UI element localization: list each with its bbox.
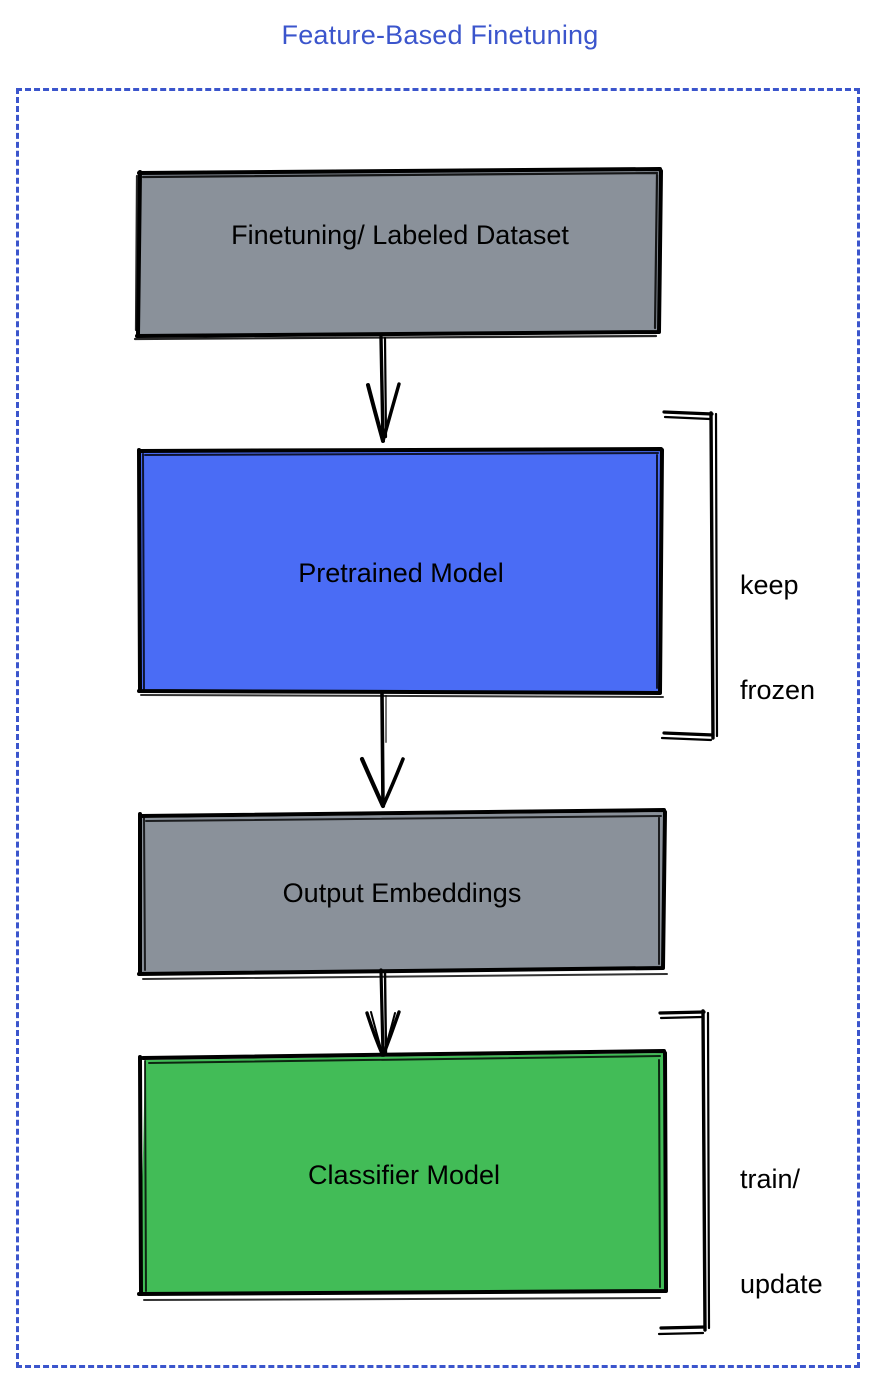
node-classifier-model-fill (140, 1053, 665, 1293)
bracket-train-update (657, 1009, 711, 1336)
annotation-train-update-line1: train/ (740, 1164, 801, 1195)
bracket-keep-frozen (660, 410, 719, 742)
annotation-keep-frozen-line1: keep (740, 570, 799, 601)
node-pretrained-model-fill (140, 450, 661, 692)
node-finetuning-dataset-outline-b (133, 171, 659, 341)
node-classifier-model-outline-a (137, 1049, 668, 1296)
node-classifier-model-outline-b (143, 1055, 661, 1301)
edge-pretrained-to-embeddings-arrowhead-left (359, 756, 386, 809)
annotation-keep-frozen: keep frozen (740, 498, 870, 779)
edge-dataset-to-pretrained-arrowhead-right (381, 382, 401, 443)
node-pretrained-model-outline-b (140, 452, 664, 698)
node-finetuning-dataset-fill (138, 170, 660, 335)
edge-pretrained-to-embeddings (359, 692, 405, 809)
edge-dataset-to-pretrained-arrowhead-left (366, 383, 385, 443)
node-classifier-model-label: Classifier Model (307, 1160, 501, 1190)
node-output-embeddings-fill (140, 812, 664, 973)
node-finetuning-dataset[interactable] (133, 167, 663, 341)
edge-dataset-to-pretrained (366, 335, 401, 443)
node-output-embeddings-label: Output Embeddings (282, 878, 522, 908)
edge-embeddings-to-classifier (365, 968, 401, 1058)
annotation-keep-frozen-line2: frozen (740, 675, 816, 706)
node-output-embeddings-outline-b (142, 815, 668, 980)
page-title: Feature-Based Finetuning (281, 20, 599, 50)
node-output-embeddings-outline-a (137, 808, 667, 976)
edge-pretrained-to-embeddings-arrowhead-right (381, 757, 405, 808)
node-pretrained-model[interactable] (137, 447, 664, 698)
annotation-train-update: train/ update (740, 1092, 870, 1373)
node-pretrained-model-outline-a (137, 447, 664, 695)
node-pretrained-model-label: Pretrained Model (298, 558, 504, 588)
node-finetuning-dataset-outline-a (135, 167, 663, 338)
node-classifier-model[interactable] (137, 1049, 668, 1301)
node-finetuning-dataset-label: Finetuning/ Labeled Dataset (231, 220, 569, 250)
annotation-train-update-line2: update (740, 1269, 823, 1300)
node-output-embeddings[interactable] (137, 808, 668, 980)
